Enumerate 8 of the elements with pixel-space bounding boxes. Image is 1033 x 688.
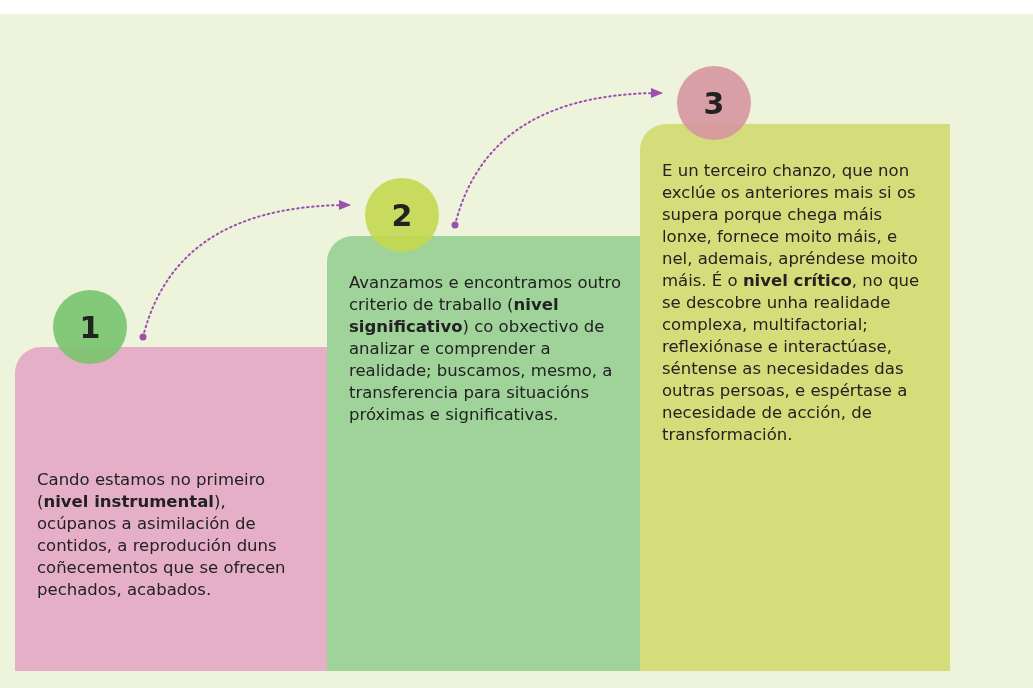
step-panel xyxy=(640,124,950,671)
step-panel xyxy=(327,236,640,671)
dotted-arrow xyxy=(139,200,351,341)
step-description: E un terceiro chanzo, que non exclúe os anteriores mais si os supera porque chega máis lonxe, fornece moito máis, e nel, ademais, apréndese moito máis. É o nivel crítico, no que se descobre unha realidade complexa, multifactorial; reflexiónase e interactúase, séntense as necesidades das outras persoas, e espértase a necesidade de acción, de transformación. xyxy=(662,160,921,446)
step-description: Cando estamos no primeiro (nivel instrumental), ocúpanos a asimilación de contidos, a reprodución duns coñecementos que se ofrecen pechados, acabados. xyxy=(37,469,287,601)
step-description: Avanzamos e encontramos outro criterio de traballo (nivel significativo) co obxectivo de analizar e comprender a realidade; buscamos, mesmo, a transferencia para situacións próximas e significativas. xyxy=(349,272,622,426)
dotted-arrow xyxy=(451,88,663,229)
step-panel xyxy=(15,347,327,671)
